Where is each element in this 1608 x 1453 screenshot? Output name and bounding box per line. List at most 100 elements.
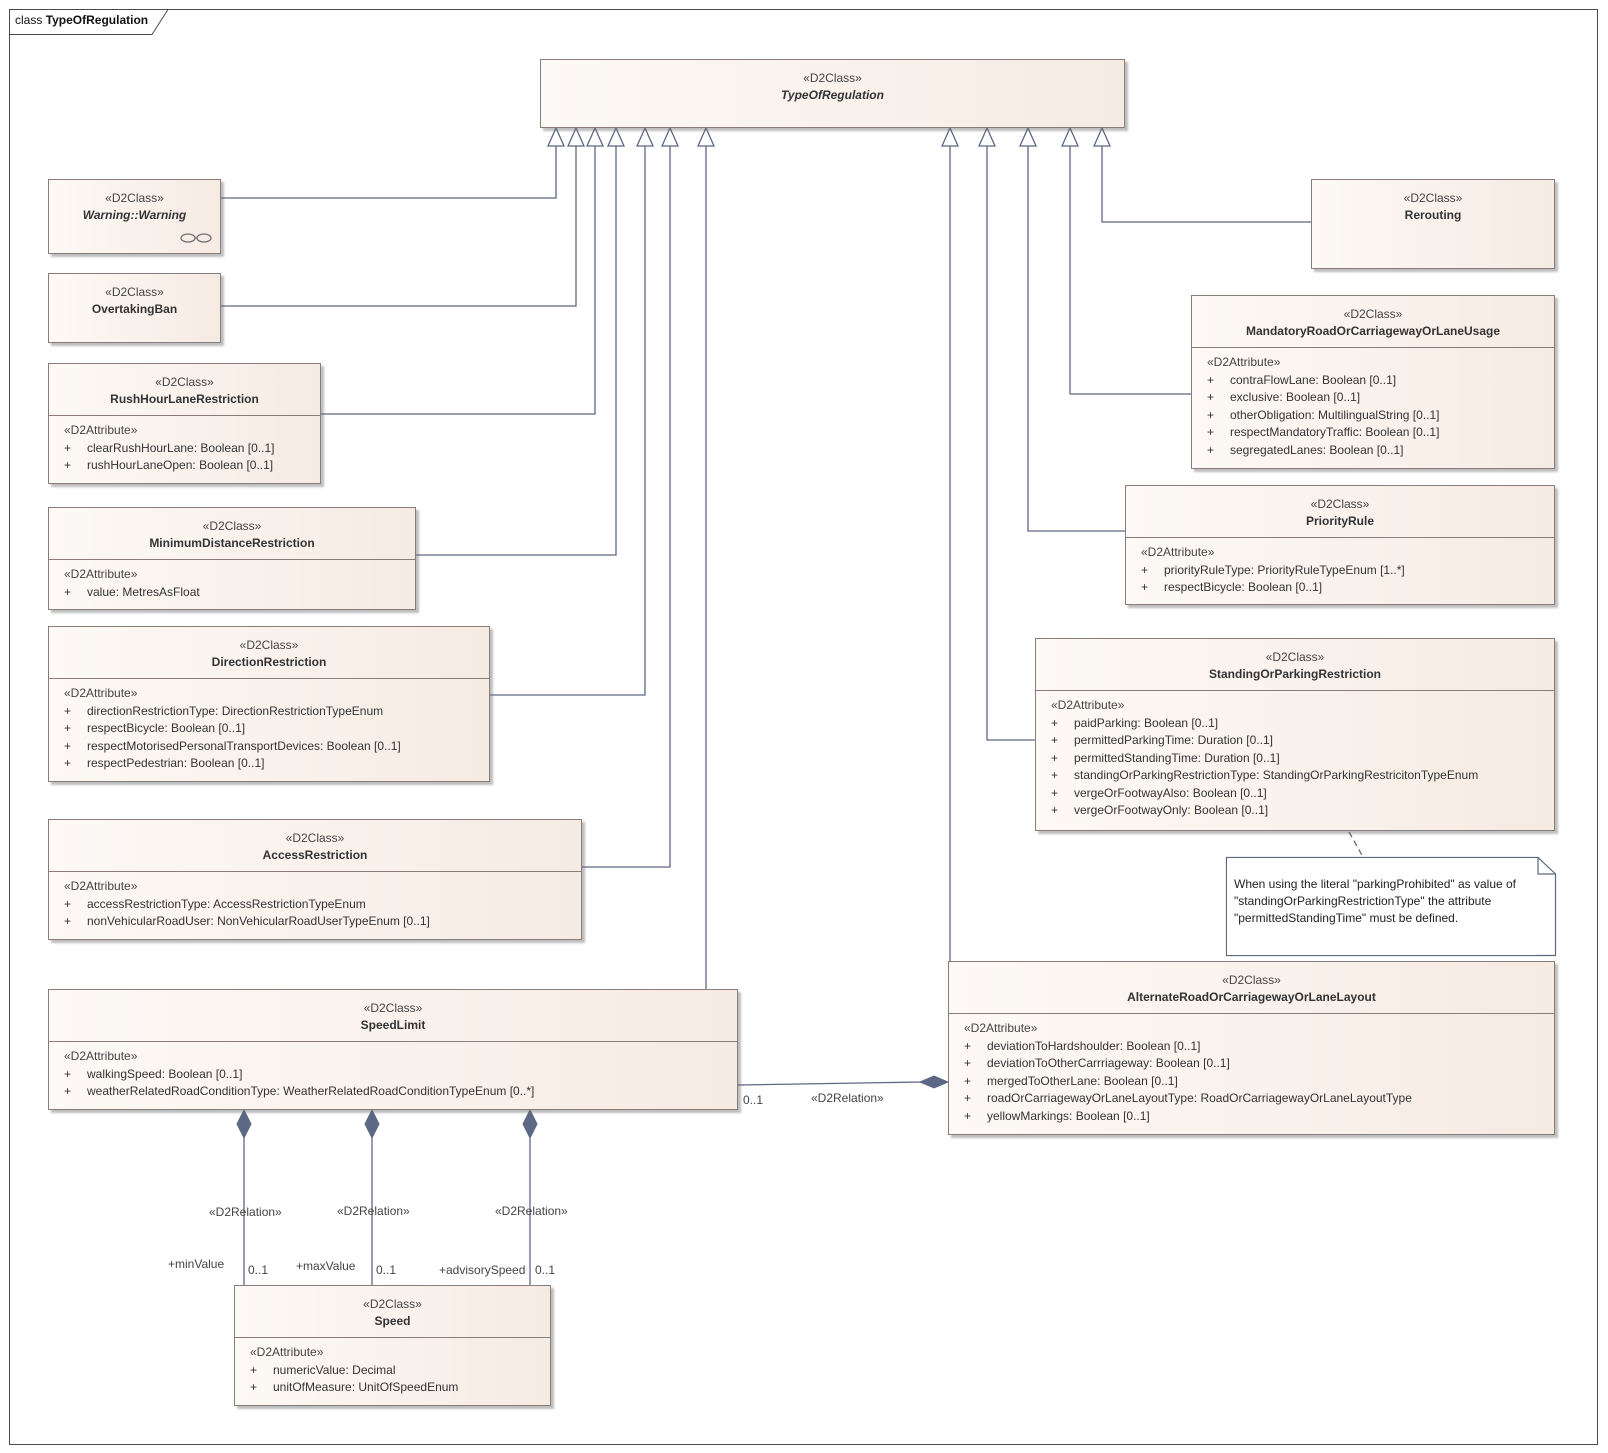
- diamond-min-value: [236, 1108, 252, 1140]
- relation-label-advisory-speed: «D2Relation»: [495, 1204, 568, 1218]
- visibility-marker: +: [964, 1108, 972, 1123]
- relation-label-min-value: «D2Relation»: [209, 1205, 282, 1219]
- visibility-marker: +: [64, 914, 72, 928]
- attribute-row: + walkingSpeed: Boolean [0..1]: [64, 1066, 737, 1084]
- attribute-row: +roadOrCarriagewayOrLaneLayoutType: Road…: [964, 1090, 1554, 1108]
- class-priority-rule[interactable]: «D2Class» PriorityRule «D2Attribute» +pr…: [1125, 485, 1555, 605]
- class-standing-or-parking-restriction[interactable]: «D2Class» StandingOrParkingRestriction «…: [1035, 638, 1555, 831]
- visibility-marker: +: [64, 703, 72, 718]
- stereotype-label: «D2Class»: [155, 375, 214, 389]
- class-rerouting[interactable]: «D2Class» Rerouting: [1311, 179, 1555, 269]
- class-minimum-distance-restriction[interactable]: «D2Class» MinimumDistanceRestriction «D2…: [48, 507, 416, 610]
- arrowhead-speed-limit: [696, 126, 716, 147]
- class-name: Warning::Warning: [82, 208, 187, 222]
- attribute-row: +rushHourLaneOpen: Boolean [0..1]: [64, 457, 320, 475]
- class-mandatory-road-usage[interactable]: «D2Class» MandatoryRoadOrCarriagewayOrLa…: [1191, 295, 1555, 469]
- stereotype-label: «D2Class»: [1222, 973, 1281, 987]
- class-name: StandingOrParkingRestriction: [1208, 667, 1382, 681]
- relation-label-max-value: «D2Relation»: [337, 1204, 410, 1218]
- attribute-row: +respectBicycle: Boolean [0..1]: [64, 720, 489, 738]
- attribute-text: contraFlowLane: Boolean [0..1]: [1230, 372, 1397, 387]
- class-direction-restriction[interactable]: «D2Class» DirectionRestriction «D2Attrib…: [48, 626, 490, 782]
- class-name: AccessRestriction: [262, 848, 368, 862]
- class-alternate-road-layout[interactable]: «D2Class» AlternateRoadOrCarriagewayOrLa…: [948, 961, 1555, 1135]
- class-name: OvertakingBan: [91, 302, 178, 316]
- compartment-separator: [1192, 347, 1554, 348]
- attribute-text: respectMotorisedPersonalTransportDevices…: [87, 738, 401, 753]
- class-name: MinimumDistanceRestriction: [149, 536, 315, 550]
- attribute-text: roadOrCarriagewayOrLaneLayoutType: RoadO…: [987, 1091, 1412, 1105]
- attribute-text: deviationToHardshoulder: Boolean [0..1]: [987, 1038, 1201, 1053]
- attribute-row: +value: MetresAsFloat: [64, 584, 415, 602]
- class-rush-hour-lane-restriction[interactable]: «D2Class» RushHourLaneRestriction «D2Att…: [48, 363, 321, 484]
- class-speed[interactable]: «D2Class» Speed «D2Attribute» +numericVa…: [234, 1285, 551, 1406]
- visibility-marker: +: [1207, 407, 1215, 422]
- note-line: "permittedStandingTime" must be defined.: [1234, 911, 1459, 925]
- stereotype-label: «D2Class»: [1343, 307, 1403, 321]
- attribute-row: +mergedToOtherLane: Boolean [0..1]: [964, 1073, 1554, 1091]
- frame-kind: class: [15, 13, 43, 27]
- visibility-marker: +: [1051, 785, 1059, 800]
- constraint-note[interactable]: When using the literal "parkingProhibite…: [1227, 858, 1537, 955]
- attribute-text: clearRushHourLane: Boolean [0..1]: [87, 440, 275, 455]
- multiplicity-min-value: 0..1: [248, 1263, 269, 1277]
- attribute-row: + weatherRelatedRoadConditionType: Weathe…: [64, 1083, 737, 1101]
- class-type-of-regulation[interactable]: «D2Class» TypeOfRegulation: [540, 59, 1125, 128]
- visibility-marker: +: [250, 1362, 258, 1377]
- attribute-row: +clearRushHourLane: Boolean [0..1]: [64, 440, 320, 458]
- arrowhead-mandatory: [1060, 126, 1080, 147]
- attribute-row: +exclusive: Boolean [0..1]: [1207, 389, 1554, 407]
- visibility-marker: +: [64, 896, 72, 911]
- arrowhead-warning: [546, 126, 566, 147]
- generalization-rerouting: [1101, 146, 1311, 223]
- attribute-row: +respectMotorisedPersonalTransportDevice…: [64, 738, 489, 756]
- attribute-text: otherObligation: MultilingualString [0..…: [1230, 407, 1440, 422]
- attribute-row: + directionRestrictionType: DirectionRest…: [64, 703, 489, 721]
- visibility-marker: +: [1051, 768, 1059, 782]
- attribute-stereotype: «D2Attribute»: [1051, 698, 1125, 712]
- arrowhead-access: [660, 126, 680, 147]
- compartment-separator: [1036, 690, 1554, 691]
- generalization-direction: [490, 146, 646, 696]
- class-speed-limit[interactable]: «D2Class» SpeedLimit «D2Attribute» +walk…: [48, 989, 738, 1110]
- arrowhead-minimum-distance: [606, 126, 626, 147]
- class-name: AlternateRoadOrCarriagewayOrLaneLayout: [1127, 990, 1376, 1004]
- attribute-stereotype: «D2Attribute»: [250, 1345, 324, 1359]
- arrowhead-direction: [635, 126, 655, 147]
- compartment-separator: [49, 678, 489, 679]
- visibility-marker: +: [1141, 580, 1149, 594]
- arrowhead-priority: [1018, 126, 1038, 147]
- note-anchor: [1348, 831, 1364, 858]
- stereotype-label: «D2Class»: [105, 285, 164, 299]
- attribute-text: walkingSpeed: Boolean [0..1]: [87, 1066, 243, 1081]
- attribute-text: accessRestrictionType: AccessRestriction…: [87, 896, 366, 911]
- attribute-stereotype: «D2Attribute»: [64, 1049, 138, 1063]
- visibility-marker: +: [1207, 442, 1215, 457]
- compartment-separator: [949, 1013, 1554, 1014]
- arrowhead-rerouting: [1092, 126, 1112, 147]
- diagram-frame: [9, 9, 1598, 1445]
- visibility-marker: +: [64, 1084, 72, 1098]
- attribute-text: weatherRelatedRoadConditionType: Weather…: [87, 1084, 535, 1098]
- attribute-stereotype: «D2Attribute»: [64, 423, 138, 437]
- class-warning[interactable]: «D2Class» Warning::Warning: [48, 179, 221, 254]
- visibility-marker: +: [64, 721, 72, 735]
- class-overtaking-ban[interactable]: «D2Class» OvertakingBan: [48, 273, 221, 343]
- attribute-row: +respectPedestrian: Boolean [0..1]: [64, 755, 489, 773]
- visibility-marker: +: [1051, 750, 1059, 765]
- attribute-text: directionRestrictionType: DirectionRestr…: [87, 703, 384, 718]
- attribute-text: unitOfMeasure: UnitOfSpeedEnum: [273, 1380, 459, 1394]
- attribute-row: +paidParking: Boolean [0..1]: [1051, 715, 1554, 733]
- class-access-restriction[interactable]: «D2Class» AccessRestriction «D2Attribute…: [48, 819, 582, 940]
- visibility-marker: +: [964, 1056, 972, 1070]
- visibility-marker: +: [1051, 715, 1059, 730]
- attribute-row: +nonVehicularRoadUser: NonVehicularRoadU…: [64, 913, 581, 931]
- attribute-row: + otherObligation: MultilingualString [0.…: [1207, 407, 1554, 425]
- attribute-row: +respectBicycle: Boolean [0..1]: [1141, 579, 1554, 597]
- visibility-marker: +: [64, 1066, 72, 1081]
- class-name: Rerouting: [1404, 208, 1462, 222]
- visibility-marker: +: [964, 1038, 972, 1053]
- class-name: DirectionRestriction: [211, 655, 327, 669]
- visibility-marker: +: [1207, 425, 1215, 439]
- attribute-row: +numericValue: Decimal: [250, 1362, 550, 1380]
